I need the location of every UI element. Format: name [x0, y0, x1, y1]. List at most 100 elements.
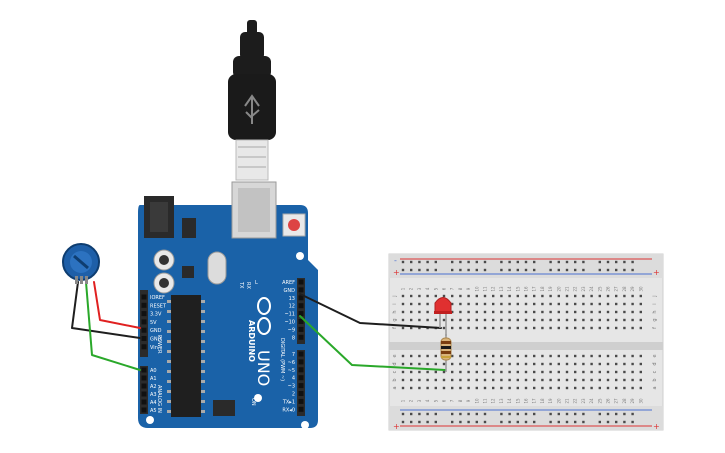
terminal-hole[interactable] [508, 326, 511, 330]
terminal-hole[interactable] [442, 370, 446, 374]
terminal-hole[interactable] [475, 354, 478, 358]
terminal-hole[interactable] [459, 302, 462, 306]
terminal-hole[interactable] [565, 294, 569, 298]
rail-hole[interactable] [524, 268, 528, 272]
terminal-hole[interactable] [426, 318, 429, 322]
terminal-hole[interactable] [475, 370, 478, 374]
terminal-hole[interactable] [467, 310, 470, 314]
terminal-hole[interactable] [606, 362, 610, 366]
terminal-hole[interactable] [590, 302, 593, 306]
terminal-hole[interactable] [541, 326, 544, 330]
terminal-hole[interactable] [574, 354, 577, 358]
terminal-hole[interactable] [565, 378, 569, 382]
terminal-hole[interactable] [483, 302, 487, 306]
terminal-hole[interactable] [549, 318, 552, 322]
terminal-hole[interactable] [557, 386, 560, 390]
terminal-hole[interactable] [533, 326, 536, 330]
terminal-hole[interactable] [459, 326, 462, 330]
terminal-hole[interactable] [565, 326, 569, 330]
terminal-hole[interactable] [615, 378, 618, 382]
rail-hole[interactable] [524, 412, 528, 416]
terminal-hole[interactable] [631, 310, 634, 314]
terminal-hole[interactable] [451, 310, 454, 314]
terminal-hole[interactable] [631, 378, 634, 382]
terminal-hole[interactable] [631, 354, 634, 358]
wire-green-a0[interactable] [85, 281, 141, 371]
rail-hole[interactable] [582, 260, 585, 264]
terminal-hole[interactable] [434, 294, 437, 298]
terminal-hole[interactable] [541, 386, 544, 390]
rail-hole[interactable] [483, 268, 487, 272]
terminal-hole[interactable] [541, 310, 544, 314]
terminal-hole[interactable] [451, 378, 454, 382]
terminal-hole[interactable] [475, 378, 478, 382]
header-pin[interactable] [298, 326, 304, 332]
terminal-hole[interactable] [442, 362, 446, 366]
terminal-hole[interactable] [565, 310, 569, 314]
rail-hole[interactable] [574, 260, 577, 264]
terminal-hole[interactable] [582, 370, 585, 374]
rail-hole[interactable] [565, 420, 569, 424]
rail-hole[interactable] [623, 268, 626, 272]
terminal-hole[interactable] [475, 318, 478, 322]
terminal-hole[interactable] [467, 378, 470, 382]
terminal-hole[interactable] [467, 354, 470, 358]
terminal-hole[interactable] [574, 302, 577, 306]
terminal-hole[interactable] [606, 318, 610, 322]
terminal-hole[interactable] [639, 318, 642, 322]
rail-hole[interactable] [631, 412, 634, 416]
rail-hole[interactable] [533, 268, 536, 272]
terminal-hole[interactable] [615, 362, 618, 366]
terminal-hole[interactable] [582, 302, 585, 306]
wire-black-gnd[interactable] [71, 281, 141, 339]
led-icon[interactable] [434, 297, 452, 337]
terminal-hole[interactable] [565, 362, 569, 366]
terminal-hole[interactable] [508, 370, 511, 374]
terminal-hole[interactable] [401, 362, 405, 366]
terminal-hole[interactable] [574, 310, 577, 314]
terminal-hole[interactable] [639, 362, 642, 366]
rail-hole[interactable] [582, 420, 585, 424]
rail-hole[interactable] [426, 260, 429, 264]
rail-hole[interactable] [459, 268, 462, 272]
terminal-hole[interactable] [565, 318, 569, 322]
terminal-hole[interactable] [475, 302, 478, 306]
rail-hole[interactable] [557, 268, 560, 272]
terminal-hole[interactable] [508, 318, 511, 322]
terminal-hole[interactable] [533, 370, 536, 374]
terminal-hole[interactable] [549, 362, 552, 366]
terminal-hole[interactable] [557, 326, 560, 330]
header-pin[interactable] [141, 302, 147, 308]
terminal-hole[interactable] [516, 370, 519, 374]
rail-hole[interactable] [631, 260, 634, 264]
terminal-hole[interactable] [442, 378, 446, 382]
header-pin[interactable] [141, 327, 147, 333]
terminal-hole[interactable] [557, 378, 560, 382]
terminal-hole[interactable] [631, 326, 634, 330]
header-pin[interactable] [141, 375, 147, 381]
resistor-icon[interactable] [440, 334, 452, 372]
terminal-hole[interactable] [434, 378, 437, 382]
terminal-hole[interactable] [582, 310, 585, 314]
terminal-hole[interactable] [615, 326, 618, 330]
terminal-hole[interactable] [500, 362, 503, 366]
terminal-hole[interactable] [557, 302, 560, 306]
rail-hole[interactable] [533, 412, 536, 416]
rail-hole[interactable] [582, 268, 585, 272]
terminal-hole[interactable] [483, 354, 487, 358]
terminal-hole[interactable] [598, 302, 601, 306]
terminal-hole[interactable] [623, 326, 626, 330]
terminal-hole[interactable] [623, 362, 626, 366]
terminal-hole[interactable] [524, 354, 528, 358]
terminal-hole[interactable] [410, 386, 413, 390]
terminal-hole[interactable] [500, 318, 503, 322]
rail-hole[interactable] [508, 260, 511, 264]
terminal-hole[interactable] [524, 378, 528, 382]
terminal-hole[interactable] [533, 318, 536, 322]
terminal-hole[interactable] [541, 318, 544, 322]
terminal-hole[interactable] [508, 302, 511, 306]
rail-hole[interactable] [434, 268, 437, 272]
terminal-hole[interactable] [574, 362, 577, 366]
rail-hole[interactable] [508, 412, 511, 416]
terminal-hole[interactable] [623, 302, 626, 306]
